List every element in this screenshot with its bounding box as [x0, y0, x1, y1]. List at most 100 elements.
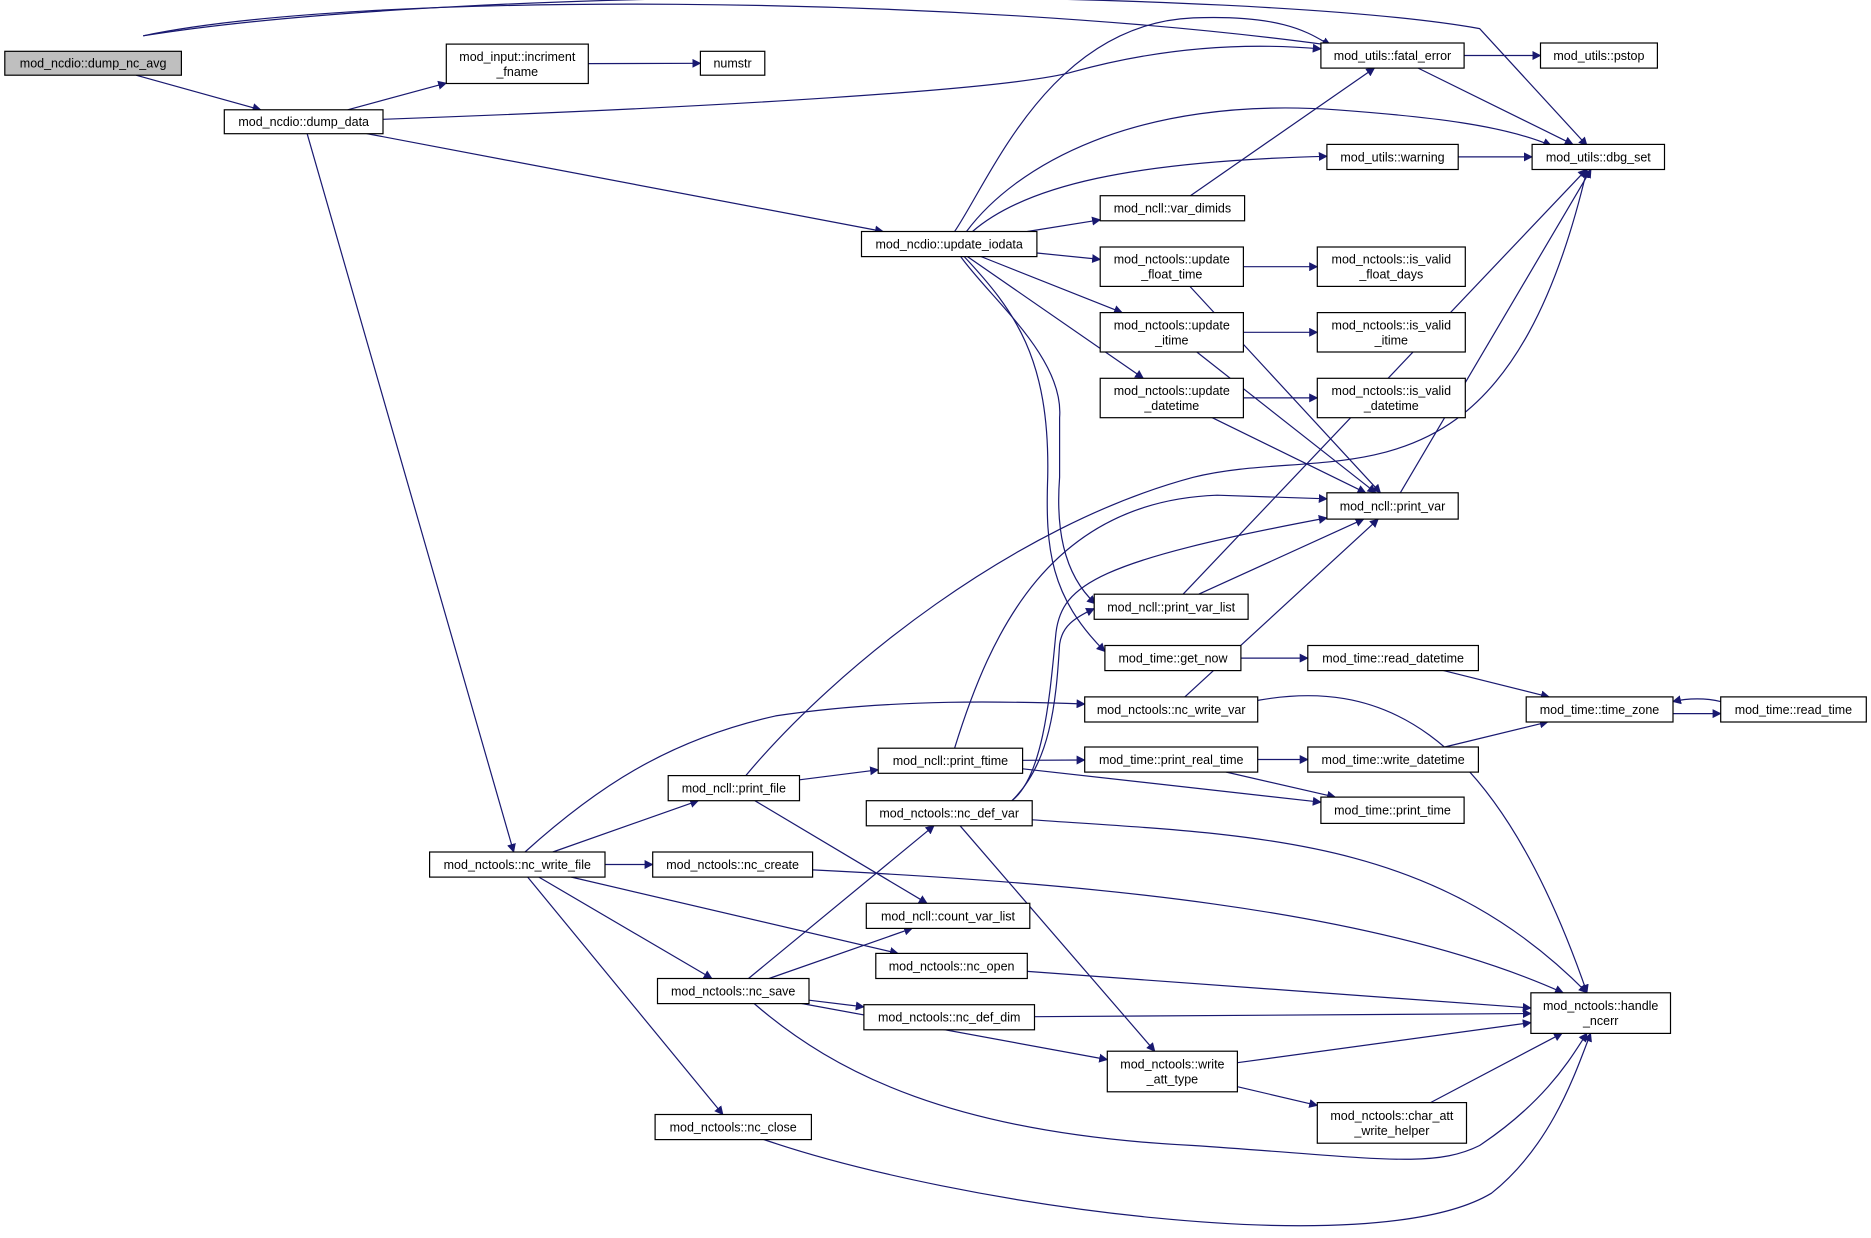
edge-line	[1444, 719, 1549, 748]
edge-line	[538, 876, 713, 980]
edge-line	[768, 926, 914, 980]
node-box[interactable]	[1530, 992, 1672, 1034]
node-box[interactable]	[429, 851, 606, 878]
node-write-att-type[interactable]: mod_nctools::write_att_type	[1106, 1050, 1239, 1093]
node-time-zone[interactable]: mod_time::time_zone	[1525, 696, 1674, 723]
node-label: _ncerr	[1582, 1014, 1618, 1028]
node-print-time[interactable]: mod_time::print_time	[1320, 796, 1465, 824]
node-box[interactable]	[1316, 1101, 1468, 1144]
node-box[interactable]	[1084, 696, 1259, 723]
node-handle-ncerr[interactable]: mod_nctools::handle_ncerr	[1530, 992, 1672, 1034]
node-update-iodata[interactable]: mod_ncdio::update_iodata	[860, 230, 1038, 258]
node-dump-data[interactable]: mod_ncdio::dump_data	[223, 109, 384, 135]
node-box[interactable]	[1099, 246, 1244, 288]
edge-update_iodata-to-warning	[972, 152, 1328, 232]
node-dbg-set[interactable]: mod_utils::dbg_set	[1531, 143, 1666, 171]
node-box[interactable]	[699, 50, 766, 76]
node-box[interactable]	[1326, 143, 1459, 171]
node-box[interactable]	[1320, 42, 1465, 69]
node-read-datetime[interactable]: mod_time::read_datetime	[1307, 644, 1480, 672]
node-nc-write-file[interactable]: mod_nctools::nc_write_file	[429, 851, 606, 878]
node-box[interactable]	[445, 43, 589, 85]
node-print-var[interactable]: mod_ncll::print_var	[1326, 492, 1459, 520]
edge-nc_write_file-to-nc_close	[527, 876, 724, 1116]
node-box[interactable]	[1531, 143, 1666, 171]
edge-line	[382, 43, 1322, 120]
node-box[interactable]	[1307, 746, 1480, 773]
node-dump-nc-avg[interactable]: mod_ncdio::dump_nc_avg	[4, 50, 183, 76]
node-box[interactable]	[865, 800, 1033, 827]
node-is-valid-itime[interactable]: mod_nctools::is_valid_itime	[1316, 312, 1466, 353]
node-box[interactable]	[4, 50, 183, 76]
node-box[interactable]	[667, 774, 801, 802]
node-count-var-list[interactable]: mod_ncll::count_var_list	[865, 902, 1031, 929]
node-box[interactable]	[1320, 796, 1465, 824]
node-box[interactable]	[1106, 1050, 1239, 1093]
node-label: mod_ncll::count_var_list	[881, 909, 1016, 923]
node-box[interactable]	[1099, 195, 1246, 222]
node-incriment-fname[interactable]: mod_input::incriment_fname	[445, 43, 589, 85]
edge-print_ftime-to-print_time	[1022, 768, 1322, 806]
node-box[interactable]	[1084, 746, 1259, 773]
node-box[interactable]	[1316, 377, 1466, 419]
node-box[interactable]	[1099, 377, 1244, 419]
node-update-itime[interactable]: mod_nctools::update_itime	[1099, 312, 1244, 353]
node-label: _fname	[495, 65, 538, 79]
node-nc-def-var[interactable]: mod_nctools::nc_def_var	[865, 800, 1033, 827]
node-box[interactable]	[1093, 593, 1249, 620]
node-print-real-time[interactable]: mod_time::print_real_time	[1084, 746, 1259, 773]
node-is-valid-datetime[interactable]: mod_nctools::is_valid_datetime	[1316, 377, 1466, 419]
node-box[interactable]	[1525, 696, 1674, 723]
node-nc-create[interactable]: mod_nctools::nc_create	[652, 851, 814, 878]
node-pstop[interactable]: mod_utils::pstop	[1539, 42, 1659, 69]
node-get-now[interactable]: mod_time::get_now	[1104, 644, 1242, 672]
node-label: mod_input::incriment	[459, 50, 576, 64]
node-label: mod_nctools::update	[1114, 253, 1230, 267]
edge-nc_save-to-nc_def_dim	[808, 999, 865, 1011]
edge-update_iodata-to-print_var_list	[960, 256, 1097, 605]
edge-line	[1036, 252, 1102, 264]
node-update-float-time[interactable]: mod_nctools::update_float_time	[1099, 246, 1244, 288]
node-box[interactable]	[652, 851, 814, 878]
node-box[interactable]	[656, 977, 810, 1005]
node-box[interactable]	[1099, 312, 1244, 353]
node-print-file[interactable]: mod_ncll::print_file	[667, 774, 801, 802]
node-label: mod_ncll::print_ftime	[893, 754, 1008, 768]
node-box[interactable]	[1326, 492, 1459, 520]
node-fatal-error[interactable]: mod_utils::fatal_error	[1320, 42, 1465, 69]
node-nc-save[interactable]: mod_nctools::nc_save	[656, 977, 810, 1005]
edge-line	[812, 869, 1564, 994]
node-box[interactable]	[223, 109, 384, 135]
node-is-valid-float-days[interactable]: mod_nctools::is_valid_float_days	[1316, 246, 1466, 288]
node-nc-close[interactable]: mod_nctools::nc_close	[654, 1113, 812, 1141]
node-box[interactable]	[875, 952, 1028, 980]
node-box[interactable]	[1539, 42, 1659, 69]
node-box[interactable]	[860, 230, 1038, 258]
edge-line	[1198, 518, 1365, 595]
node-print-var-list[interactable]: mod_ncll::print_var_list	[1093, 593, 1249, 620]
node-box[interactable]	[877, 747, 1024, 774]
node-box[interactable]	[1316, 246, 1466, 288]
node-char-att-write-helper[interactable]: mod_nctools::char_att_write_helper	[1316, 1101, 1468, 1144]
node-print-ftime[interactable]: mod_ncll::print_ftime	[877, 747, 1024, 774]
edge-print_file-to-print_ftime	[799, 766, 880, 781]
node-nc-def-dim[interactable]: mod_nctools::nc_def_dim	[863, 1004, 1036, 1031]
node-box[interactable]	[865, 902, 1031, 929]
node-numstr[interactable]: numstr	[699, 50, 766, 76]
node-nc-open[interactable]: mod_nctools::nc_open	[875, 952, 1028, 980]
node-update-datetime[interactable]: mod_nctools::update_datetime	[1099, 377, 1244, 419]
edge-line	[959, 825, 1156, 1052]
node-read-time[interactable]: mod_time::read_time	[1720, 696, 1867, 723]
node-box[interactable]	[1307, 644, 1480, 672]
node-box[interactable]	[1316, 312, 1466, 353]
node-nc-write-var[interactable]: mod_nctools::nc_write_var	[1084, 696, 1259, 723]
node-label: mod_ncll::print_var	[1340, 499, 1446, 513]
node-warning[interactable]: mod_utils::warning	[1326, 143, 1459, 171]
node-box[interactable]	[1720, 696, 1867, 723]
node-box[interactable]	[863, 1004, 1036, 1031]
node-box[interactable]	[1104, 644, 1242, 672]
edge-nc_save-to-count_var_list	[768, 926, 914, 980]
node-write-datetime[interactable]: mod_time::write_datetime	[1307, 746, 1480, 773]
node-box[interactable]	[654, 1113, 812, 1141]
node-var-dimids[interactable]: mod_ncll::var_dimids	[1099, 195, 1246, 222]
